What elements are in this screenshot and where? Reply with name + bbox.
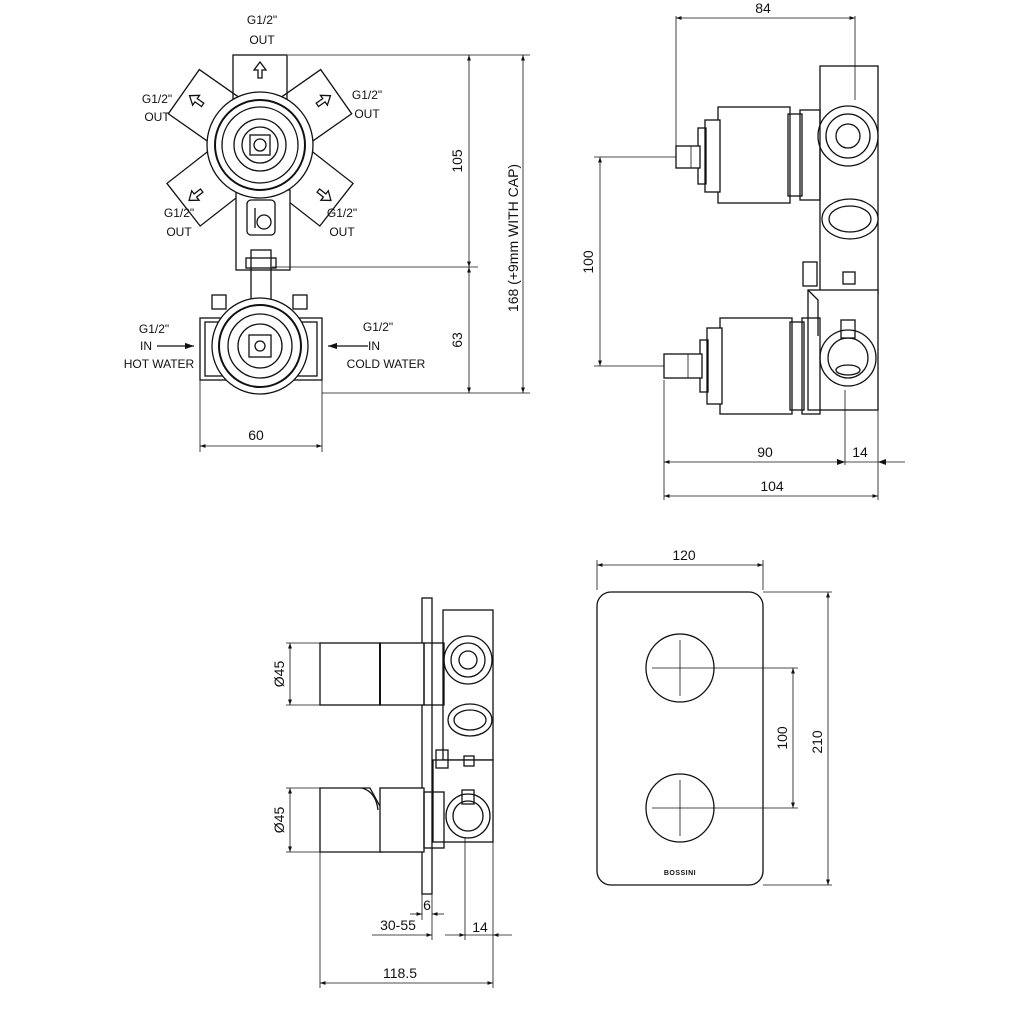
upper-right-out-size-label: G1/2" [352, 88, 382, 102]
inst-30-55-dim: 30-55 [380, 917, 416, 933]
lower-right-out-dir-label: OUT [329, 225, 355, 239]
lower-left-out-size-label: G1/2" [164, 206, 194, 220]
cold-water-label: COLD WATER [347, 357, 426, 371]
side-view: 84 100 90 14 104 [580, 0, 905, 500]
trim-plate-view: BOSSINI 120 100 210 [596, 547, 832, 886]
top-out-size-label: G1/2" [247, 13, 277, 27]
front-63-dim: 63 [449, 332, 465, 348]
cold-in-dir-label: IN [368, 339, 380, 353]
hot-water-label: HOT WATER [124, 357, 195, 371]
inst-d45-top-dim: Ø45 [271, 661, 287, 688]
top-out-dir-label: OUT [249, 33, 275, 47]
side-100-dim: 100 [580, 250, 596, 274]
front-total-dim: 168 (+9mm WITH CAP) [505, 164, 521, 312]
inst-6-dim: 6 [423, 897, 431, 913]
installed-view: Ø45 Ø45 6 30-55 14 118.5 [271, 597, 512, 988]
cold-in-size-label: G1/2" [363, 320, 393, 334]
hot-in-dir-label: IN [140, 339, 152, 353]
brand-logo-text: BOSSINI [664, 870, 696, 877]
front-view: G1/2" OUT G1/2" OUT G1/2" OUT G1/2" OUT … [124, 13, 530, 452]
plate-210-dim: 210 [809, 730, 825, 754]
side-14-dim: 14 [852, 444, 868, 460]
inst-118-5-dim: 118.5 [383, 965, 417, 981]
plate-120-dim: 120 [672, 547, 696, 563]
upper-left-out-dir-label: OUT [144, 110, 170, 124]
side-84-dim: 84 [755, 0, 771, 16]
lower-left-out-dir-label: OUT [166, 225, 192, 239]
upper-right-out-dir-label: OUT [354, 107, 380, 121]
hot-in-size-label: G1/2" [139, 322, 169, 336]
side-104-dim: 104 [760, 478, 784, 494]
side-90-dim: 90 [757, 444, 773, 460]
upper-left-out-size-label: G1/2" [142, 92, 172, 106]
lower-right-out-size-label: G1/2" [327, 206, 357, 220]
front-width-dim: 60 [248, 427, 264, 443]
trim-plate [596, 591, 764, 886]
front-105-dim: 105 [449, 149, 465, 173]
plate-100-dim: 100 [774, 726, 790, 750]
inst-d45-bottom-dim: Ø45 [271, 807, 287, 834]
inst-14-dim: 14 [472, 919, 488, 935]
